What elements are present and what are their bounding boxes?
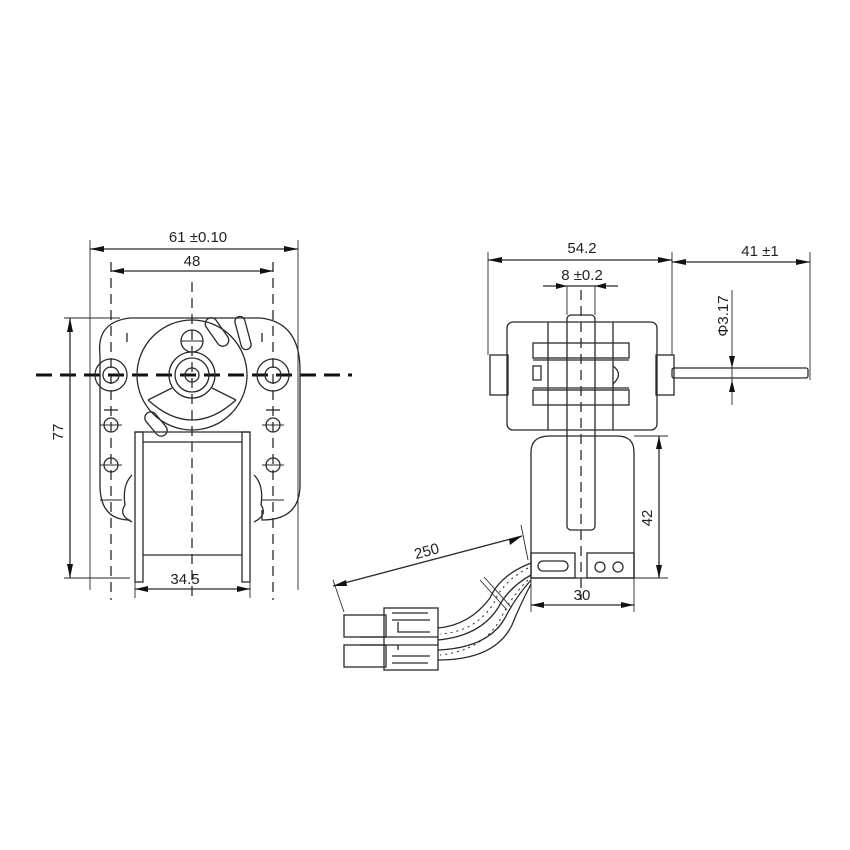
wire-connector: [343, 607, 439, 671]
terminal-hole-2: [612, 561, 624, 573]
stator-housing: [136, 319, 248, 431]
dim-54-2-label: 54.2: [567, 240, 596, 257]
clip-bottom: [144, 411, 168, 437]
left-mount-ear: [94, 358, 128, 392]
dim-250-label: 250: [413, 540, 442, 563]
dim-lead-length: 250: [332, 524, 529, 613]
dim-8-label: 8 ±0.2: [561, 267, 603, 284]
side-lower-body: [530, 435, 635, 579]
dim-overall-height: 77: [50, 317, 130, 579]
clip-top-right: [234, 315, 252, 351]
shaft-end: [184, 367, 200, 383]
dim-base-width: 30: [530, 578, 635, 612]
terminal-hole-1: [594, 561, 606, 573]
dim-shaft-diameter: Φ3.17: [715, 290, 735, 405]
lead-wires: [437, 562, 532, 661]
dim-shaft-length: 41 ±1: [672, 243, 811, 380]
dim-48-label: 48: [184, 253, 201, 270]
clip-top-left: [204, 317, 230, 347]
side-left-ear: [489, 354, 509, 396]
dim-77-label: 77: [50, 424, 67, 441]
dim-30-label: 30: [574, 587, 591, 604]
dim-body-width: 54.2: [487, 240, 673, 355]
side-stator-body: [506, 321, 658, 431]
dim-coil-width: 34.5: [134, 571, 251, 598]
dim-phi-3-17-label: Φ3.17: [715, 295, 732, 336]
base-tab-left: [530, 552, 576, 579]
side-right-ear: [655, 354, 675, 396]
dim-61-label: 61 ±0.10: [169, 229, 227, 246]
coil-bobbin: [134, 431, 251, 583]
front-small-holes: [100, 409, 284, 501]
left-mount-hole: [102, 366, 120, 384]
dim-shaft-boss: 8 ±0.2: [543, 267, 618, 315]
front-frame-outline: [98, 317, 301, 521]
base-tab-right: [586, 552, 635, 579]
side-view: 54.2 41 ±1 8 ±0.2 Φ3.17: [332, 240, 811, 671]
dim-overall-width: 61 ±0.10: [89, 229, 299, 590]
dim-34-5-label: 34.5: [170, 571, 199, 588]
right-mount-hole: [264, 366, 282, 384]
front-view: 61 ±0.10 48 77: [36, 229, 352, 600]
dim-lower-height: 42: [634, 435, 668, 579]
output-shaft: [671, 367, 809, 379]
slot-hole: [537, 560, 569, 572]
right-mount-ear: [256, 358, 290, 392]
bearing-boss-inner: [174, 357, 210, 393]
dim-41-label: 41 ±1: [741, 243, 778, 260]
dim-42-label: 42: [639, 510, 656, 527]
